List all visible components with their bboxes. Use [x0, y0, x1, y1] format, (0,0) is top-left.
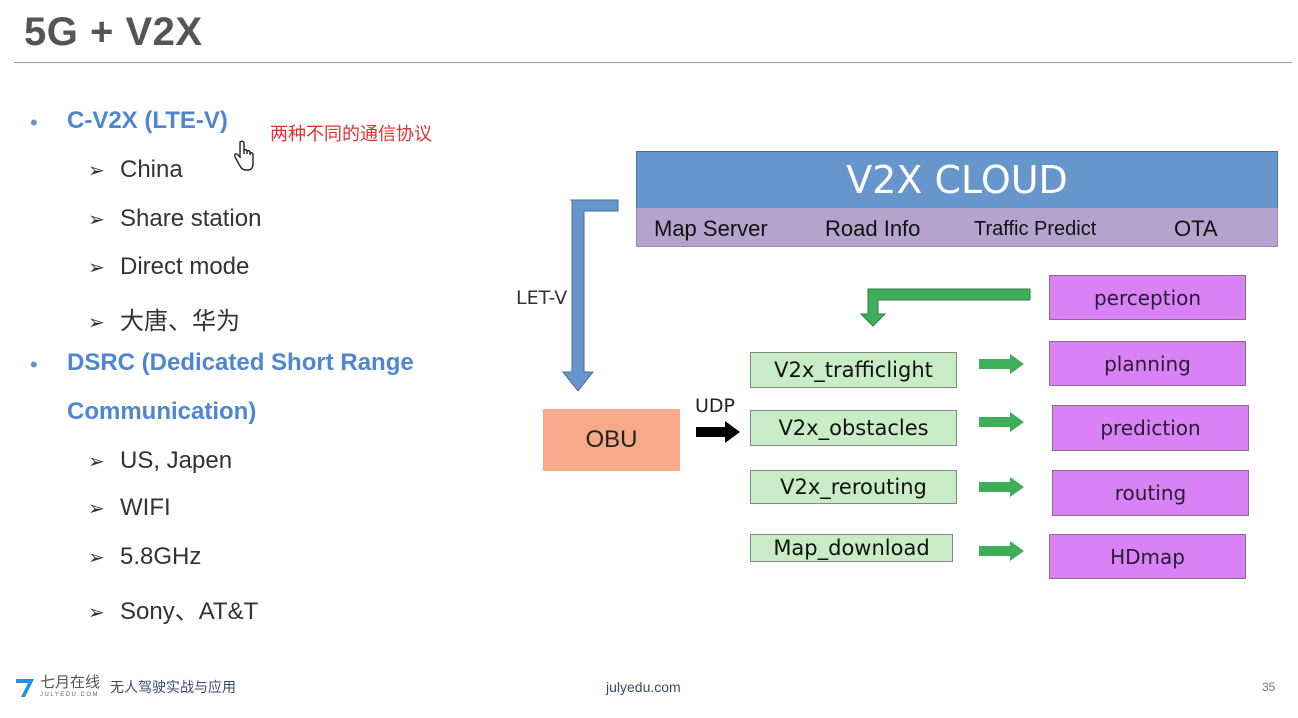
title-divider [14, 62, 1292, 63]
cloud-service-ota: OTA [1174, 216, 1218, 241]
list-item-text: Direct mode [120, 253, 250, 280]
consumer-perception: perception [1049, 275, 1246, 320]
list-item: ➢ Direct mode [88, 253, 249, 281]
consumer-hdmap: HDmap [1049, 534, 1246, 579]
arrow-bullet-icon: ➢ [88, 160, 105, 182]
udp-arrow-icon [696, 421, 740, 443]
arrow-bullet-icon: ➢ [88, 312, 105, 334]
module-map-download: Map_download [750, 534, 953, 562]
cloud-service-traffic-predict: Traffic Predict [974, 218, 1097, 240]
module-v2x-trafficlight: V2x_trafficlight [750, 352, 957, 388]
list-item-text: 大唐、华为 [120, 308, 240, 335]
list-item: ➢ Sony、AT&T [88, 591, 258, 626]
course-name: 无人驾驶实战与应用 [110, 678, 237, 695]
footer-site-link[interactable]: julyedu.com [606, 679, 681, 695]
module-v2x-obstacles: V2x_obstacles [750, 410, 957, 446]
arrow-bullet-icon: ➢ [88, 498, 105, 520]
v2x-cloud-title: V2X CLOUD [636, 151, 1278, 209]
list-item-text: WIFI [120, 494, 171, 521]
list-item-text: 5.8GHz [120, 543, 202, 570]
brand-name-en: JULYEDU.COM [40, 692, 100, 698]
arrow-bullet-icon: ➢ [88, 451, 105, 473]
flow-arrow-icon [979, 412, 1024, 432]
bullet-dsrc-label-line2: Communication) [67, 398, 257, 425]
arrow-bullet-icon: ➢ [88, 209, 105, 231]
perception-feedback-arrow-icon [860, 288, 1031, 327]
annotation-text: 两种不同的通信协议 [270, 124, 432, 145]
consumer-planning: planning [1049, 341, 1246, 386]
flow-arrow-icon [979, 354, 1024, 374]
obu-box: OBU [543, 409, 680, 471]
v2x-cloud: V2X CLOUD Map Server Road Info Traffic P… [636, 151, 1278, 247]
list-item: ➢ 大唐、华为 [88, 301, 240, 336]
brand-name-cn: 七月在线 [40, 674, 101, 691]
page-number: 35 [1262, 680, 1276, 694]
arrow-bullet-icon: ➢ [88, 257, 105, 279]
julyedu-logo-icon [16, 678, 34, 697]
bullet-dsrc-label-line1: DSRC (Dedicated Short Range [67, 349, 414, 376]
lte-v-arrow-icon [561, 199, 619, 392]
list-item: ➢ Share station [88, 205, 261, 233]
cloud-services-bar: Map Server Road Info Traffic Predict OTA [636, 208, 1278, 247]
lte-v-label: LET-V [516, 287, 568, 309]
list-item: ➢ 5.8GHz [88, 543, 201, 571]
hand-cursor-icon [234, 140, 254, 171]
bullet-c-v2x-label: C-V2X (LTE-V) [67, 107, 228, 134]
list-item-text: Sony、AT&T [120, 598, 259, 625]
consumer-prediction: prediction [1052, 405, 1249, 451]
list-item: ➢ China [88, 156, 183, 184]
list-item-text: China [120, 156, 183, 183]
module-v2x-rerouting: V2x_rerouting [750, 470, 957, 504]
flow-arrow-icon [979, 541, 1024, 561]
bullet-dot-icon: • [30, 352, 38, 377]
bullet-dsrc: • [30, 352, 38, 378]
udp-label: UDP [695, 395, 735, 417]
bullet-c-v2x: • [30, 110, 38, 136]
arrow-bullet-icon: ➢ [88, 602, 105, 624]
list-item-text: US, Japen [120, 447, 233, 474]
slide-title: 5G + V2X [24, 10, 203, 54]
bullet-dot-icon: • [30, 110, 38, 135]
cloud-service-map-server: Map Server [654, 216, 768, 241]
brand-text: 七月在线 JULYEDU.COM [40, 675, 100, 698]
list-item-text: Share station [120, 205, 262, 232]
cloud-service-road-info: Road Info [825, 216, 921, 241]
obu-label: OBU [585, 426, 638, 453]
footer-brand: 七月在线 JULYEDU.COM 无人驾驶实战与应用 [14, 675, 236, 698]
list-item: ➢ WIFI [88, 494, 171, 522]
consumer-routing: routing [1052, 470, 1249, 516]
arrow-bullet-icon: ➢ [88, 547, 105, 569]
list-item: ➢ US, Japen [88, 447, 232, 475]
flow-arrow-icon [979, 477, 1024, 497]
